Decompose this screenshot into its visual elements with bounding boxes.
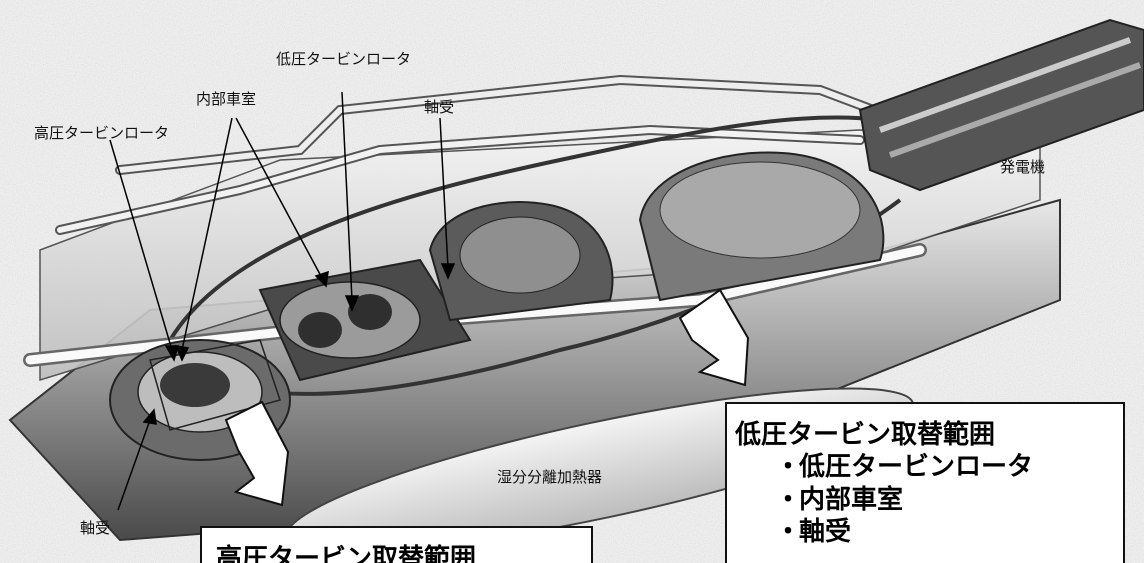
lp-scope-item: ・低圧タービンロータ <box>775 451 1123 484</box>
lp-scope-item-label: 内部車室 <box>799 484 904 515</box>
lp-scope-item: ・内部車室 <box>775 484 1123 517</box>
callout-inner-casing: 内部車室 <box>196 90 257 108</box>
generator <box>858 18 1144 192</box>
callout-generator: 発電機 <box>1000 158 1046 176</box>
lp-scope-title: 低圧タービン取替範囲 <box>735 420 996 450</box>
callout-bearing-top: 軸受 <box>424 98 455 116</box>
hp-scope-title: 高圧タービン取替範囲 <box>216 544 477 563</box>
lp-turbine-scope-box: 低圧タービン取替範囲 ・低圧タービンロータ ・内部車室 ・軸受 <box>725 402 1125 563</box>
lp-scope-item: ・軸受 <box>775 516 1123 549</box>
callout-lp-turbine-rotor: 低圧タービンロータ <box>276 50 412 68</box>
leader-lines <box>109 91 456 511</box>
lp-scope-item-label: 低圧タービンロータ <box>799 452 1034 483</box>
callout-moisture-separator-reheater: 湿分分離加熱器 <box>497 468 603 486</box>
callout-hp-turbine-rotor: 高圧タービンロータ <box>34 124 170 142</box>
lp-turbine-2 <box>428 201 614 322</box>
callout-bearing-bottom: 軸受 <box>80 519 111 537</box>
lp-scope-list: ・低圧タービンロータ ・内部車室 ・軸受 <box>735 451 1123 549</box>
bullet: ・ <box>775 517 802 548</box>
hp-scope-arrow <box>224 400 290 507</box>
hp-turbine-scope-box: 高圧タービン取替範囲 <box>200 526 593 563</box>
bullet: ・ <box>775 484 802 515</box>
lp-scope-item-label: 軸受 <box>799 517 852 548</box>
lp-scope-arrow <box>678 288 750 387</box>
lp-turbine-3 <box>638 151 885 302</box>
bullet: ・ <box>775 452 802 483</box>
lp-turbine-1 <box>258 258 472 382</box>
